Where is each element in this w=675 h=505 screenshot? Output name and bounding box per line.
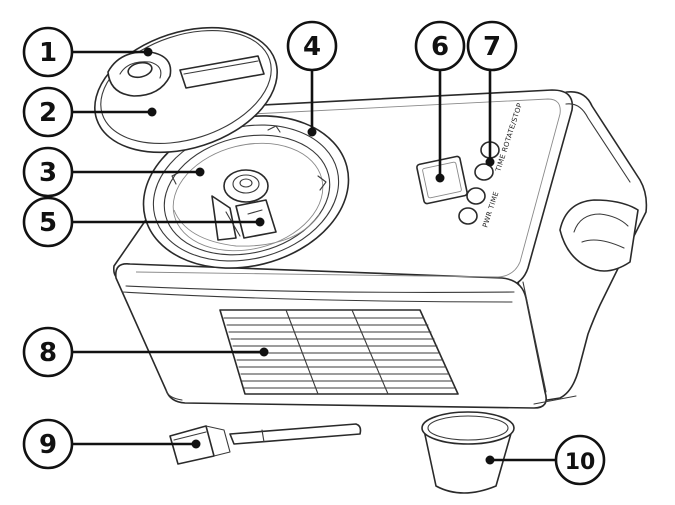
callout-10: 10 <box>554 434 606 486</box>
svg-text:5: 5 <box>39 208 57 238</box>
callout-5: 5 <box>22 196 74 248</box>
button-mid[interactable] <box>474 163 494 181</box>
callout-9: 9 <box>22 418 74 470</box>
callout-1: 1 <box>22 26 74 78</box>
button-low[interactable] <box>466 187 486 205</box>
bowl-assembly <box>142 115 350 269</box>
callout-4: 4 <box>286 20 338 72</box>
paddle-mount <box>211 169 277 241</box>
svg-text:1: 1 <box>39 38 57 68</box>
callout-6: 6 <box>414 20 466 72</box>
svg-text:8: 8 <box>39 338 57 368</box>
measuring-cup <box>421 411 515 494</box>
lid <box>94 26 278 154</box>
callout-2: 2 <box>22 86 74 138</box>
callout-3: 3 <box>22 146 74 198</box>
callout-7: 7 <box>466 20 518 72</box>
button-bottom[interactable] <box>458 207 478 225</box>
leader-lines <box>73 47 556 465</box>
svg-text:3: 3 <box>39 158 57 188</box>
svg-text:7: 7 <box>483 32 501 62</box>
svg-text:2: 2 <box>39 98 57 128</box>
svg-text:9: 9 <box>39 430 57 460</box>
paddle-accessory <box>169 423 362 465</box>
callout-8: 8 <box>22 326 74 378</box>
svg-text:6: 6 <box>431 32 449 62</box>
svg-text:4: 4 <box>303 32 321 62</box>
svg-text:10: 10 <box>565 450 596 475</box>
air-vent-grille <box>219 309 459 395</box>
